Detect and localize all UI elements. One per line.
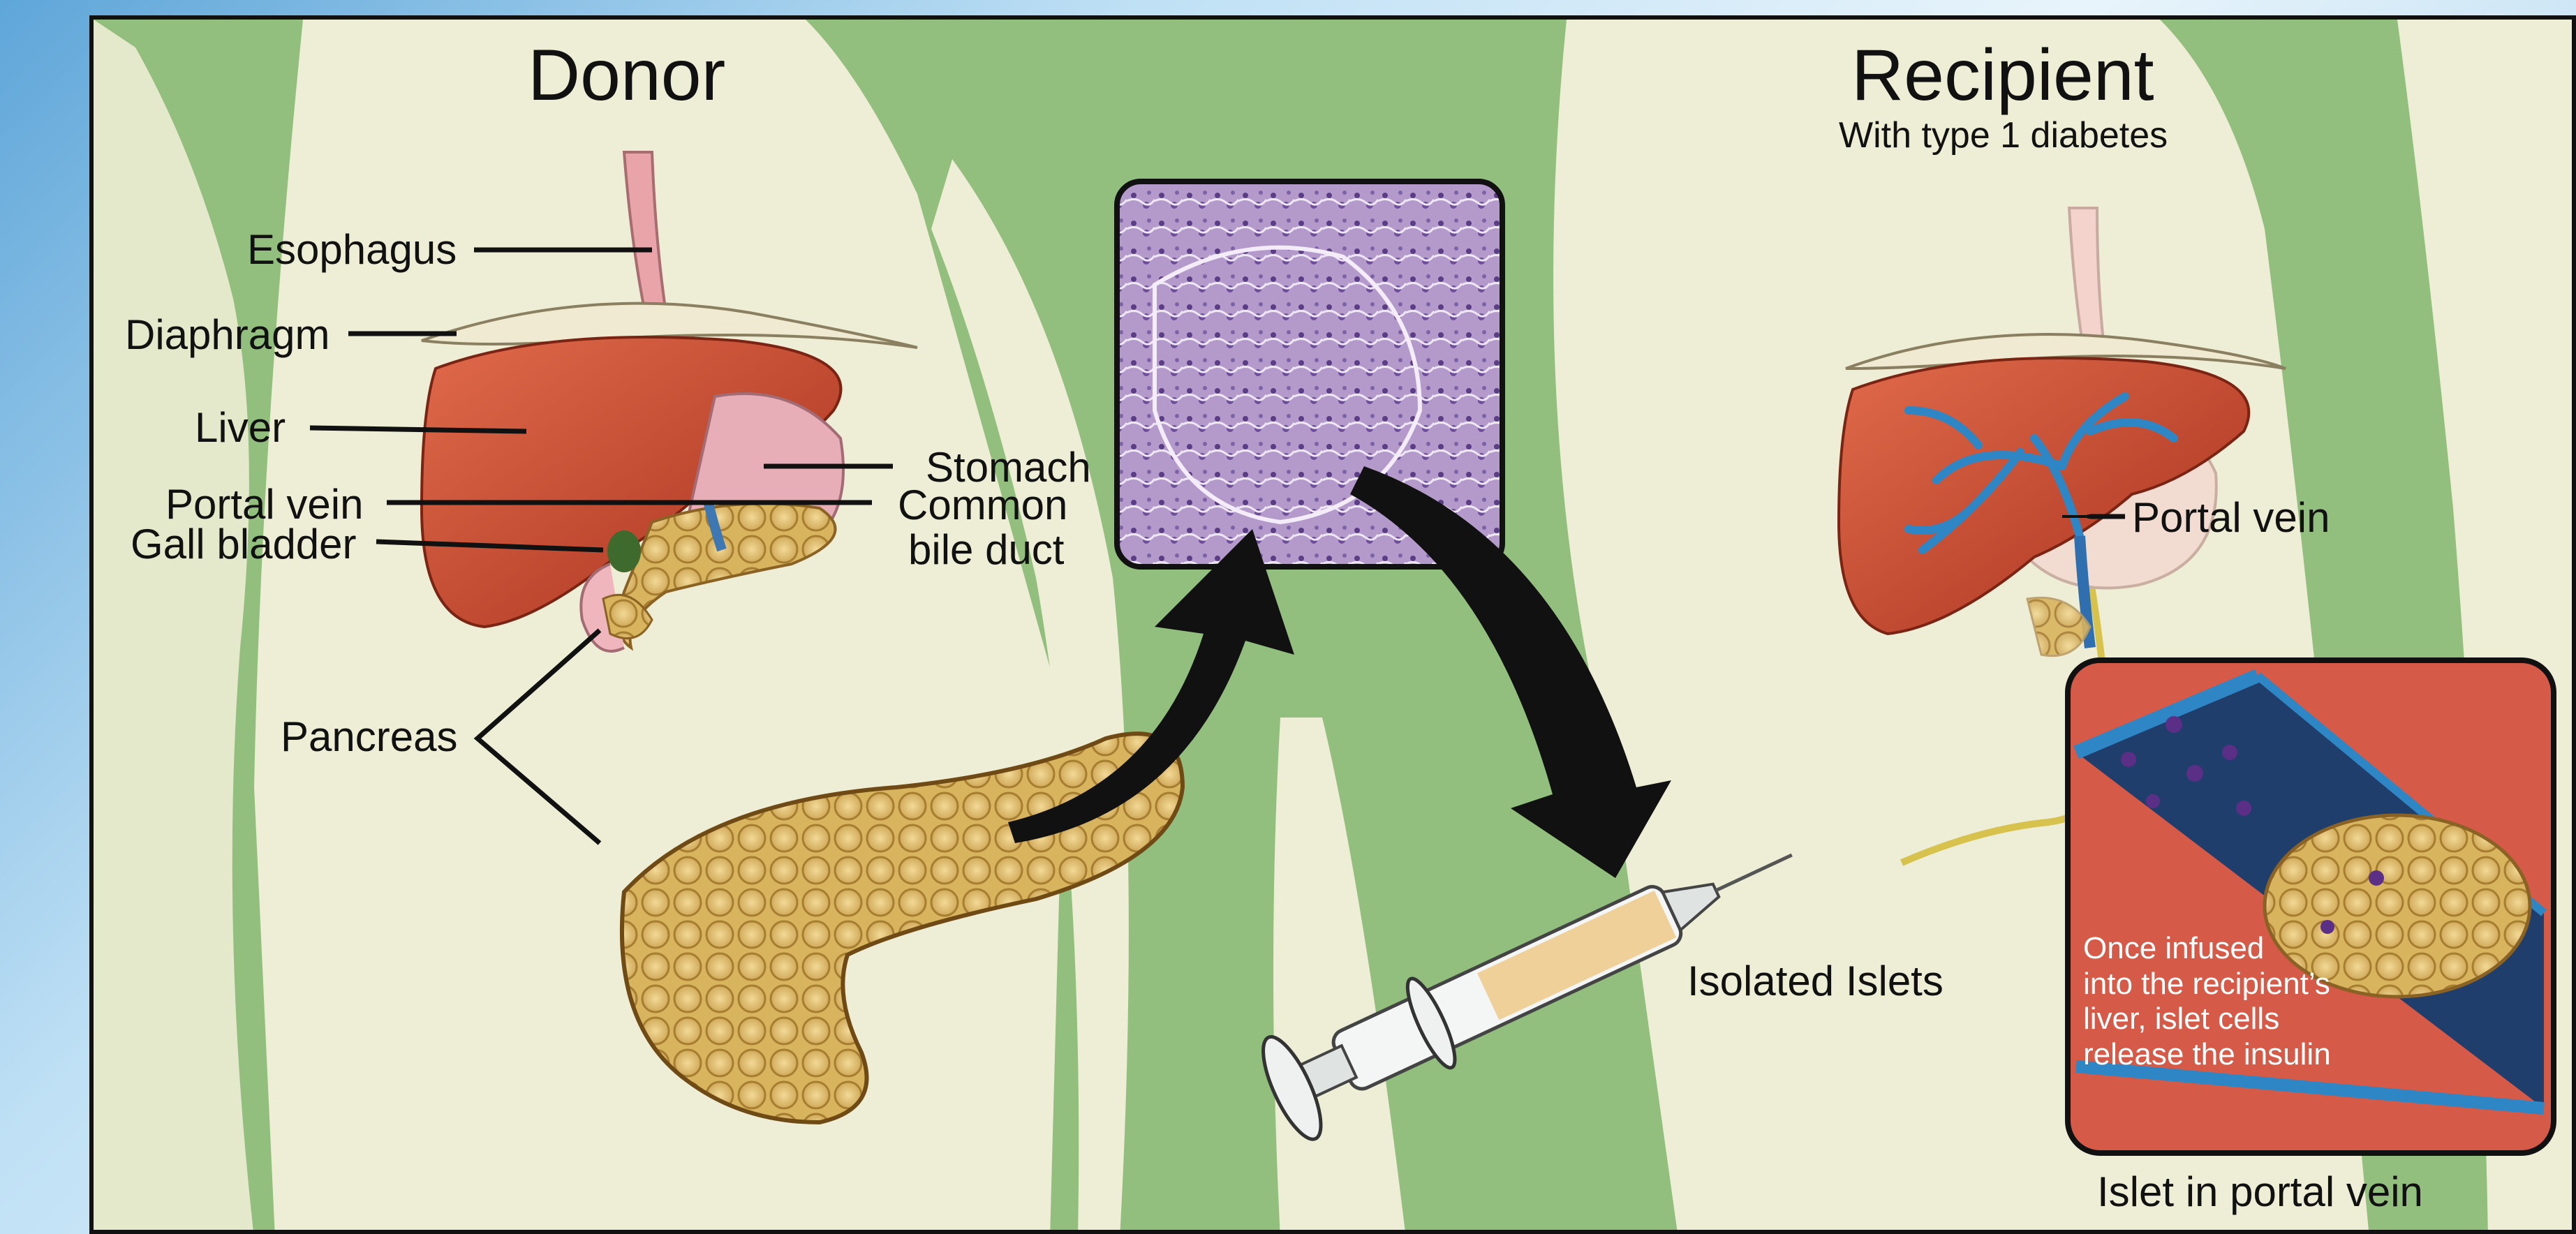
inset-caption-line: into the recipient’s [2083, 967, 2376, 1002]
label-common-bile-duct-line2: bile duct [908, 529, 1064, 571]
recipient-subtitle: With type 1 diabetes [1839, 117, 2168, 154]
label-diaphragm: Diaphragm [125, 314, 330, 356]
recipient-title: Recipient [1851, 39, 2154, 112]
inset-caption-line: Once infused [2083, 931, 2376, 967]
label-common-bile-duct-line1: Common [898, 484, 1067, 526]
label-recipient-portal-vein: Portal vein [2132, 497, 2330, 539]
label-isolated-islets: Isolated Islets [1687, 960, 1944, 1002]
label-portal-vein: Portal vein [165, 484, 363, 526]
label-liver: Liver [195, 407, 286, 449]
label-gall-bladder: Gall bladder [131, 523, 357, 565]
inset-caption: Once infused into the recipient’s liver,… [2083, 931, 2376, 1072]
label-esophagus: Esophagus [247, 229, 457, 271]
label-islet-in-portal-vein: Islet in portal vein [2097, 1171, 2423, 1213]
label-pancreas: Pancreas [281, 716, 457, 758]
inset-caption-line: liver, islet cells [2083, 1002, 2376, 1037]
inset-caption-line: release the insulin [2083, 1037, 2376, 1073]
donor-title: Donor [528, 39, 725, 112]
diagram-frame: Donor Recipient With type 1 diabetes Eso… [89, 15, 2576, 1234]
